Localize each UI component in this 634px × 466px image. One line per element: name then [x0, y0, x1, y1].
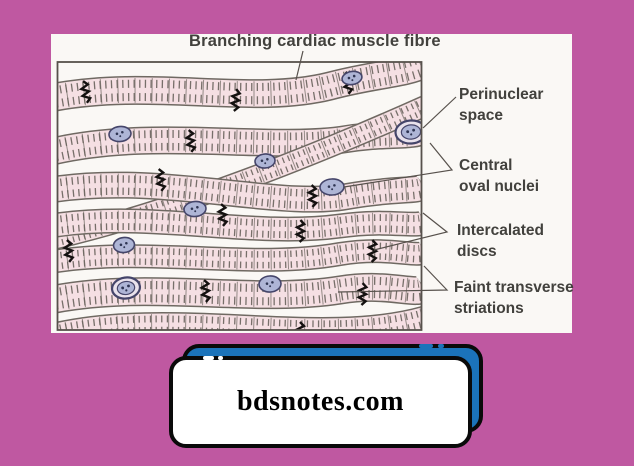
nucleus-chromatin-dot — [115, 132, 119, 136]
oval-nucleus — [254, 153, 276, 169]
intercalated-disc-zigzag — [153, 168, 167, 192]
nucleus-chromatin-dot — [327, 185, 331, 188]
intercalated-disc-zigzag — [216, 203, 229, 227]
nucleus-chromatin-dot — [412, 128, 416, 132]
intercalated-disc-zigzag — [294, 321, 307, 330]
nucleus-chromatin-dot — [127, 284, 130, 288]
muscle-fiber-band — [57, 305, 422, 330]
nucleus-chromatin-dot — [190, 207, 194, 211]
nucleus-chromatin-dot — [125, 289, 128, 292]
nucleus-chromatin-dot — [119, 243, 123, 247]
callout-line: space — [459, 107, 503, 124]
callout-line: Faint transverse — [454, 279, 574, 296]
callout-intercalated-discs: Intercalated discs — [457, 220, 544, 262]
nucleus-with-perinuclear-space — [394, 119, 422, 145]
muscle-fiber-band — [57, 171, 422, 213]
nucleus-chromatin-dot — [125, 241, 128, 245]
nucleus-chromatin-dot — [269, 285, 272, 288]
callout-line: oval nuclei — [459, 178, 540, 195]
cardiac-muscle-illustration — [56, 50, 457, 331]
oval-nucleus — [183, 200, 207, 218]
intercalated-disc-marks — [61, 71, 379, 330]
watermark-card: bdsnotes.com — [169, 356, 472, 448]
callout-line: Central — [459, 157, 513, 174]
nucleus-chromatin-dot — [406, 130, 410, 134]
nucleus-chromatin-dot — [123, 246, 126, 249]
callout-central-oval-nuclei: Central oval nuclei — [459, 155, 539, 197]
intercalated-disc-zigzag — [294, 219, 307, 243]
nucleus-chromatin-dot — [351, 79, 354, 82]
leader-branching-fibre — [295, 50, 304, 81]
leader-perinuclear-space — [422, 96, 457, 129]
nucleus-chromatin-dot — [266, 157, 269, 161]
oval-nucleus — [341, 70, 363, 86]
callout-faint-transverse-striations: Faint transverse striations — [454, 277, 574, 319]
nucleus-chromatin-dot — [264, 162, 267, 165]
oval-nucleus — [319, 178, 345, 196]
nucleus-chromatin-dot — [260, 159, 264, 163]
leader-central-oval-nuclei — [343, 142, 454, 188]
nucleus-chromatin-dot — [333, 184, 336, 187]
callout-perinuclear-space: Perinuclear space — [459, 84, 543, 126]
callout-line: striations — [454, 300, 524, 317]
intercalated-disc-zigzag — [183, 129, 197, 153]
muscle-fiber-band — [57, 208, 422, 242]
highlight-dash — [419, 344, 433, 348]
intercalated-disc-zigzag — [228, 88, 242, 112]
leader-intercalated-discs — [373, 212, 449, 251]
callout-line: Perinuclear — [459, 86, 544, 103]
figure-frame — [56, 61, 423, 331]
nucleus-chromatin-dot — [265, 282, 269, 285]
nucleus-with-perinuclear-space — [110, 276, 142, 300]
nucleus-chromatin-dot — [194, 210, 197, 213]
oval-nucleus — [108, 125, 132, 143]
highlight-dash — [438, 344, 444, 348]
intercalated-disc-zigzag — [199, 279, 212, 303]
callout-line: Intercalated — [457, 222, 545, 239]
nucleus-chromatin-dot — [196, 205, 199, 209]
leader-lines — [295, 50, 457, 293]
nucleus-chromatin-dot — [410, 133, 413, 136]
muscle-fiber-band — [57, 272, 422, 314]
watermark-text: bdsnotes.com — [236, 386, 404, 417]
highlight-dash — [218, 356, 223, 360]
nucleus-chromatin-dot — [347, 76, 351, 80]
nucleus-chromatin-dot — [331, 188, 334, 191]
intercalated-disc-zigzag — [366, 239, 379, 263]
leader-faint-transverse-striations — [337, 265, 449, 293]
figure-title: Branching cardiac muscle fibre — [189, 32, 441, 50]
nucleus-chromatin-dot — [352, 74, 356, 78]
nucleus-chromatin-dot — [121, 286, 125, 290]
muscle-fiber-band — [57, 239, 422, 274]
oval-nucleus — [112, 236, 136, 254]
muscle-fibers — [57, 62, 422, 330]
intercalated-disc-zigzag — [61, 239, 75, 263]
nucleus-chromatin-dot — [271, 281, 274, 284]
highlight-dash — [203, 356, 214, 360]
muscle-fiber-band — [57, 62, 422, 112]
nucleus-chromatin-dot — [121, 130, 124, 134]
callout-line: discs — [457, 243, 497, 260]
intercalated-disc-zigzag — [356, 282, 369, 306]
intercalated-disc-zigzag — [78, 80, 93, 104]
nucleus-chromatin-dot — [119, 135, 122, 138]
figure-panel: Branching cardiac muscle fibre Perinucle… — [51, 32, 574, 333]
oval-nucleus — [258, 275, 282, 293]
nuclei — [108, 70, 422, 300]
intercalated-disc-zigzag — [306, 184, 319, 208]
